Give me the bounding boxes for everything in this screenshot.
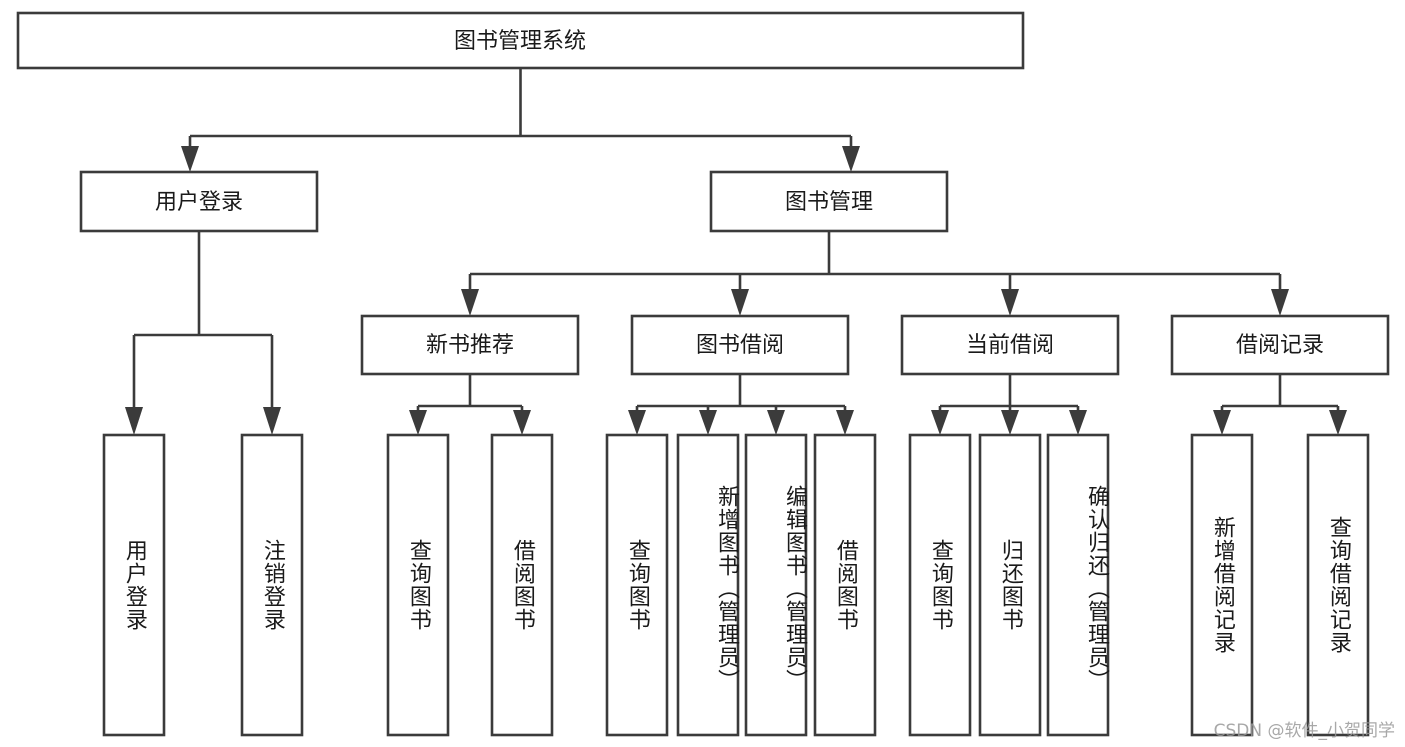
arrow-to-book-borrow xyxy=(731,289,749,316)
label-current-borrow: 当前借阅 xyxy=(966,333,1054,358)
arrow-to-leaf-user-login xyxy=(125,407,143,435)
leaf-recommend-borrow-book[interactable] xyxy=(490,433,554,737)
leaf-user-login[interactable] xyxy=(102,433,166,737)
arrow-to-book-management xyxy=(842,146,860,172)
leaf-logout[interactable] xyxy=(240,433,304,737)
arrow-to-leaf-logout xyxy=(263,407,281,435)
label-book-management: 图书管理 xyxy=(785,190,873,215)
arrow-current-return-book xyxy=(1001,410,1019,435)
label-book-borrow: 图书借阅 xyxy=(696,333,784,358)
arrow-recommend-borrow-book xyxy=(513,410,531,435)
leaf-record-query-record[interactable] xyxy=(1306,433,1370,737)
arrow-borrow-borrow-book xyxy=(836,410,854,435)
boxes-group xyxy=(16,11,1390,737)
label-borrow-record: 借阅记录 xyxy=(1236,333,1324,358)
leaf-current-query-book[interactable] xyxy=(908,433,972,737)
arrow-to-user-login xyxy=(181,146,199,172)
arrow-recommend-query-book xyxy=(409,410,427,435)
arrow-to-borrow-record xyxy=(1271,289,1289,316)
leaf-borrow-query-book[interactable] xyxy=(605,433,669,737)
node-book-borrow[interactable] xyxy=(630,314,850,376)
label-root: 图书管理系统 xyxy=(454,29,586,54)
node-user-login[interactable] xyxy=(79,170,319,233)
leaf-current-confirm-return[interactable] xyxy=(1046,433,1110,737)
arrow-current-query-book xyxy=(931,410,949,435)
leaf-record-add-record[interactable] xyxy=(1190,433,1254,737)
node-current-borrow[interactable] xyxy=(900,314,1120,376)
label-new-book-recommend: 新书推荐 xyxy=(426,333,514,358)
arrow-borrow-query-book xyxy=(628,410,646,435)
arrow-record-query-record xyxy=(1329,410,1347,435)
edges-group xyxy=(125,68,1347,435)
horizontal-labels-group: 图书管理系统 用户登录 图书管理 新书推荐 图书借阅 当前借阅 借阅记录 xyxy=(155,29,1324,358)
arrow-to-new-book-recommend xyxy=(461,289,479,316)
arrow-record-add-record xyxy=(1213,410,1231,435)
watermark-text: CSDN @软件_小贺同学 xyxy=(1213,721,1395,741)
node-book-management[interactable] xyxy=(709,170,949,233)
node-borrow-record[interactable] xyxy=(1170,314,1390,376)
node-new-book-recommend[interactable] xyxy=(360,314,580,376)
leaf-borrow-borrow-book[interactable] xyxy=(813,433,877,737)
label-user-login: 用户登录 xyxy=(155,190,243,215)
leaf-current-return-book[interactable] xyxy=(978,433,1042,737)
leaf-borrow-add-book[interactable] xyxy=(676,433,740,737)
node-root[interactable] xyxy=(16,11,1025,70)
arrow-current-confirm-return xyxy=(1069,410,1087,435)
leaf-recommend-query-book[interactable] xyxy=(386,433,450,737)
leaf-borrow-edit-book[interactable] xyxy=(744,433,808,737)
arrow-to-current-borrow xyxy=(1001,289,1019,316)
arrow-borrow-edit-book xyxy=(767,410,785,435)
arrow-borrow-add-book xyxy=(699,410,717,435)
